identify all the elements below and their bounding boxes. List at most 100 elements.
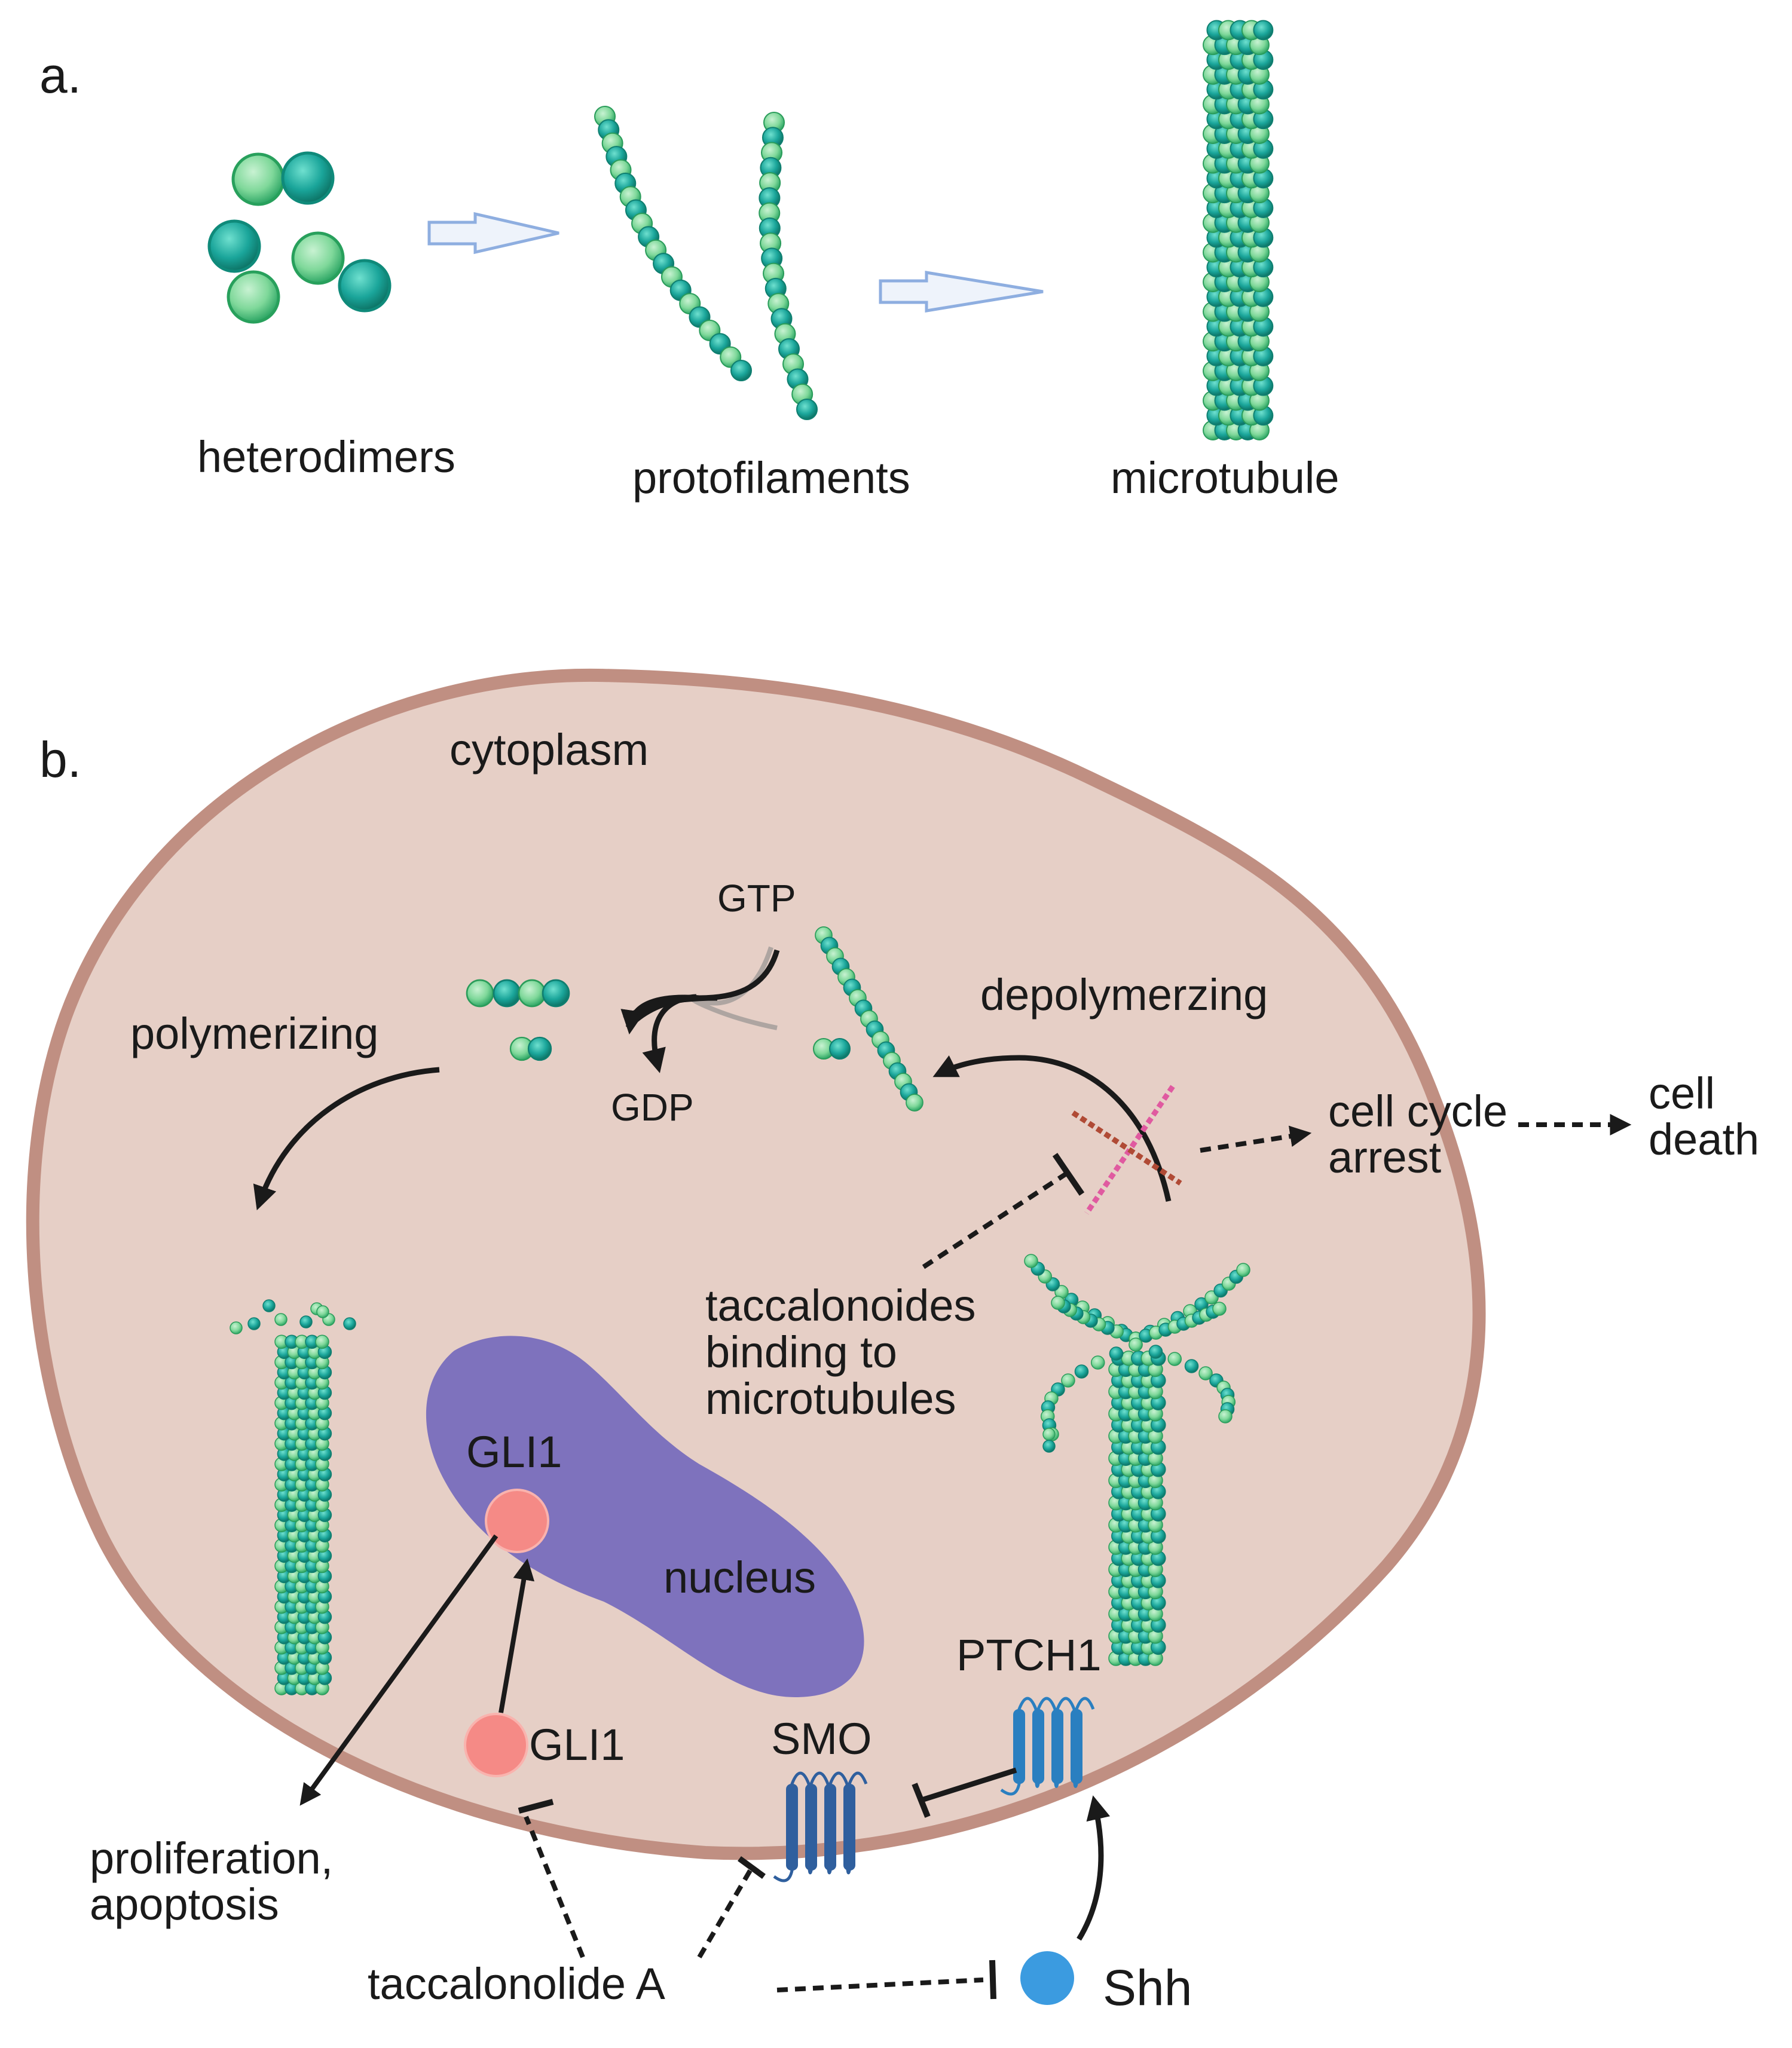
tubulin-bead <box>527 1036 552 1061</box>
tubulin-bead <box>1042 1428 1056 1441</box>
tubulin-subunit <box>227 270 280 324</box>
block-arrow-1 <box>427 212 559 255</box>
receptor-loops <box>1000 1697 1095 1796</box>
tubulin-bead <box>1061 1373 1075 1388</box>
ptch1-receptor <box>1000 1697 1095 1796</box>
panel-b-letter: b. <box>39 731 81 788</box>
block-arrow-2 <box>879 271 1044 313</box>
tubulin-bead <box>828 1037 851 1060</box>
gli1-effect-arrow <box>299 1534 499 1806</box>
ptch1-smo-inhibit-line <box>921 1767 1017 1803</box>
tubulin-bead <box>343 1317 356 1330</box>
taccalonolide-shh-inhibit-bar <box>989 1960 996 2000</box>
tubulin-bead <box>1129 1337 1143 1352</box>
tubulin-bead <box>1184 1359 1199 1373</box>
gli1-translocation-arrow <box>499 1558 535 1713</box>
tubulin-bead <box>493 979 521 1008</box>
tubulin-subunit <box>281 151 335 205</box>
taccalonolide-shh-inhibit-line <box>776 1977 984 1992</box>
tubulin-bead <box>796 398 818 421</box>
tubulin-bead <box>1253 20 1274 41</box>
proliferation-label: proliferation, <box>90 1833 333 1883</box>
tubulin-subunit <box>231 152 285 206</box>
tubulin-bead <box>1109 1346 1124 1361</box>
tubulin-bead <box>906 1094 923 1112</box>
shh-ptch1-arrow <box>1077 1795 1111 1941</box>
taccalonoides-label-3: microtubules <box>705 1374 956 1424</box>
protofilaments-group <box>594 105 818 421</box>
heterodimers-group <box>207 151 392 324</box>
gtp-merge <box>623 995 718 1021</box>
tubulin-bead <box>274 1313 288 1326</box>
tubulin-bead <box>1218 1409 1233 1424</box>
tubulin-bead <box>315 1334 329 1349</box>
block-cross-red <box>1071 1110 1182 1186</box>
tubulin-bead <box>247 1317 261 1330</box>
tubulin-bead <box>1042 1440 1056 1453</box>
tubulin-bead <box>1051 1296 1065 1310</box>
shh-label: Shh <box>1103 1960 1192 2016</box>
smo-receptor <box>773 1771 868 1882</box>
tubulin-bead <box>466 979 494 1008</box>
taccalonolide-smo-inhibit-line <box>697 1869 753 1959</box>
taccalonoides-inhibit-line <box>922 1169 1072 1269</box>
nucleus-label: nucleus <box>663 1553 816 1602</box>
polymerizing-microtubule <box>230 1299 356 1695</box>
tubulin-bead <box>518 979 546 1008</box>
depolymerizing-protofilament <box>815 926 923 1112</box>
microtubule-label: microtubule <box>1111 453 1340 503</box>
cytoplasm-label: cytoplasm <box>449 725 649 774</box>
tubulin-bead <box>1024 1254 1038 1268</box>
panel-a-letter: a. <box>39 47 81 103</box>
free-dimers <box>466 979 851 1061</box>
protofilaments-label: protofilaments <box>632 453 910 503</box>
gdp-label: GDP <box>611 1086 694 1129</box>
taccalonolide-a-label: taccalonolide A <box>368 1959 665 2009</box>
taccalonolide-smo-inhibit-bar <box>738 1856 766 1879</box>
heterodimers-label: heterodimers <box>197 432 455 482</box>
tubulin-subunit <box>338 259 392 313</box>
taccalonoides-label-1: taccalonoides <box>705 1281 976 1330</box>
shh-ligand <box>1020 1951 1074 2005</box>
gli1-nucleus-protein <box>485 1489 549 1553</box>
apoptosis-label: apoptosis <box>90 1879 279 1929</box>
death-label: death <box>1649 1115 1759 1164</box>
tubulin-subunit <box>291 231 345 285</box>
gli1-cytoplasm-protein <box>464 1713 528 1777</box>
tubulin-bead <box>1090 1355 1105 1370</box>
nucleus <box>426 1336 864 1697</box>
ptch1-label: PTCH1 <box>956 1630 1102 1680</box>
smo-label: SMO <box>771 1714 872 1764</box>
depolymerizing-microtubule <box>1024 1254 1250 1666</box>
ptch1-smo-inhibit-bar <box>912 1783 931 1818</box>
cell-cycle-label: cell cycle <box>1328 1086 1507 1136</box>
tubulin-bead <box>1167 1352 1182 1366</box>
depolymerizing-arrow <box>932 1055 1172 1202</box>
polymerizing-label: polymerizing <box>130 1009 378 1058</box>
polymerizing-arrow <box>253 1067 440 1211</box>
taccalonolide-gli1-inhibit-line <box>524 1816 585 1958</box>
gli1-cytoplasm-label: GLI1 <box>529 1720 625 1770</box>
tubulin-subunit <box>207 219 261 273</box>
microtubule-a <box>1203 20 1274 440</box>
arrest-label: arrest <box>1328 1132 1442 1182</box>
tubulin-bead <box>1148 1345 1163 1359</box>
taccalonolide-gli1-inhibit-bar <box>518 1799 554 1814</box>
gdp-down-arrow <box>642 994 697 1073</box>
taccalonoides-inhibit-bar <box>1052 1153 1085 1196</box>
tubulin-bead <box>542 979 570 1008</box>
tubulin-bead <box>262 1299 276 1312</box>
tubulin-bead <box>1236 1263 1250 1277</box>
cell-label: cell <box>1649 1069 1715 1118</box>
depolymerizing-label: depolymerzing <box>980 970 1268 1020</box>
tubulin-bead <box>730 359 753 382</box>
gli1-nucleus-label: GLI1 <box>466 1427 562 1477</box>
tubulin-bead <box>299 1315 313 1328</box>
tubulin-bead <box>230 1321 243 1334</box>
gtp-label: GTP <box>717 877 796 920</box>
tubulin-bead <box>1212 1302 1227 1316</box>
tubulin-bead <box>1198 1366 1213 1380</box>
tubulin-bead <box>316 1305 329 1318</box>
